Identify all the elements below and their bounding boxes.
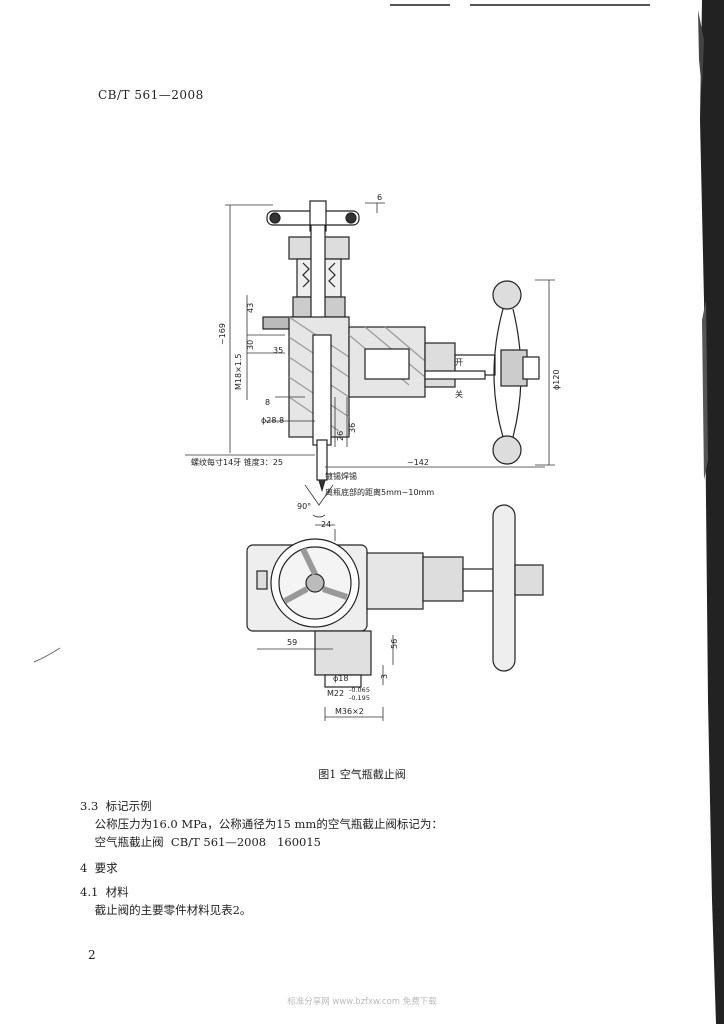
label-dim-36: 36 xyxy=(348,423,357,433)
label-close: 关 xyxy=(455,389,463,399)
label-thread-m36: M36×2 xyxy=(335,707,364,716)
label-thread-m18: M18×1.5 xyxy=(234,353,243,390)
scan-line-top xyxy=(390,4,450,6)
label-dim-30: 30 xyxy=(246,340,255,350)
page-number: 2 xyxy=(88,948,96,962)
doc-code-header: CB/T 561—2008 xyxy=(98,88,204,102)
label-angle-90: 90° xyxy=(297,502,311,511)
section-4-1-heading: 4.1 材料 xyxy=(80,885,129,899)
label-dim-phi120: ϕ120 xyxy=(552,369,561,390)
valve-drawing: 6 ~169 43 30 35 M18×1.5 8 26 36 ϕ28.8 ϕ1… xyxy=(185,193,561,721)
section-4-heading: 4 要求 xyxy=(80,861,118,875)
figure-caption: 图1 空气瓶截止阀 xyxy=(318,768,406,781)
scan-line-top-2 xyxy=(470,4,650,6)
section-3-3-line-1: 公称压力为16.0 MPa，公称通径为15 mm的空气瓶截止阀标记为： xyxy=(80,817,443,831)
label-dim-26: 26 xyxy=(336,431,345,441)
label-dim-24: 24 xyxy=(321,520,331,529)
label-open: 开 xyxy=(455,358,463,367)
label-dim-169: ~169 xyxy=(218,323,227,345)
label-dim-6: 6 xyxy=(377,193,382,202)
label-dim-8: 8 xyxy=(265,398,270,407)
label-dim-43: 43 xyxy=(246,303,255,313)
label-thread-note: 螺纹每寸14牙 锥度3：25 xyxy=(191,457,283,467)
label-tol-upper: -0.065 xyxy=(349,686,370,694)
label-dim-3: 3 xyxy=(380,674,389,679)
label-dim-phi28: ϕ28.8 xyxy=(261,416,284,425)
label-tin-note: 镀锡焊锡 xyxy=(325,471,357,481)
section-3-3-heading: 3.3 标记示例 xyxy=(80,799,152,813)
section-4-1-line-1: 截止阀的主要零件材料见表2。 xyxy=(80,903,252,917)
label-depth-note: 离瓶底部的距离5mm~10mm xyxy=(325,487,434,497)
label-thread-m22: M22 xyxy=(327,689,344,698)
label-dim-56: 56 xyxy=(390,639,399,649)
footer-watermark: 标准分享网 www.bzfxw.com 免费下载 xyxy=(287,997,437,1007)
section-3-3-line-2: 空气瓶截止阀 CB/T 561—2008 160015 xyxy=(80,835,321,849)
label-dim-142: ~142 xyxy=(407,458,429,467)
label-dim-35: 35 xyxy=(273,346,283,355)
label-dim-phi18: ϕ18 xyxy=(333,674,348,683)
margin-mark xyxy=(33,647,61,663)
label-tol-lower: -0.195 xyxy=(349,694,370,702)
scan-edge xyxy=(698,0,724,1024)
label-dim-59: 59 xyxy=(287,638,297,647)
